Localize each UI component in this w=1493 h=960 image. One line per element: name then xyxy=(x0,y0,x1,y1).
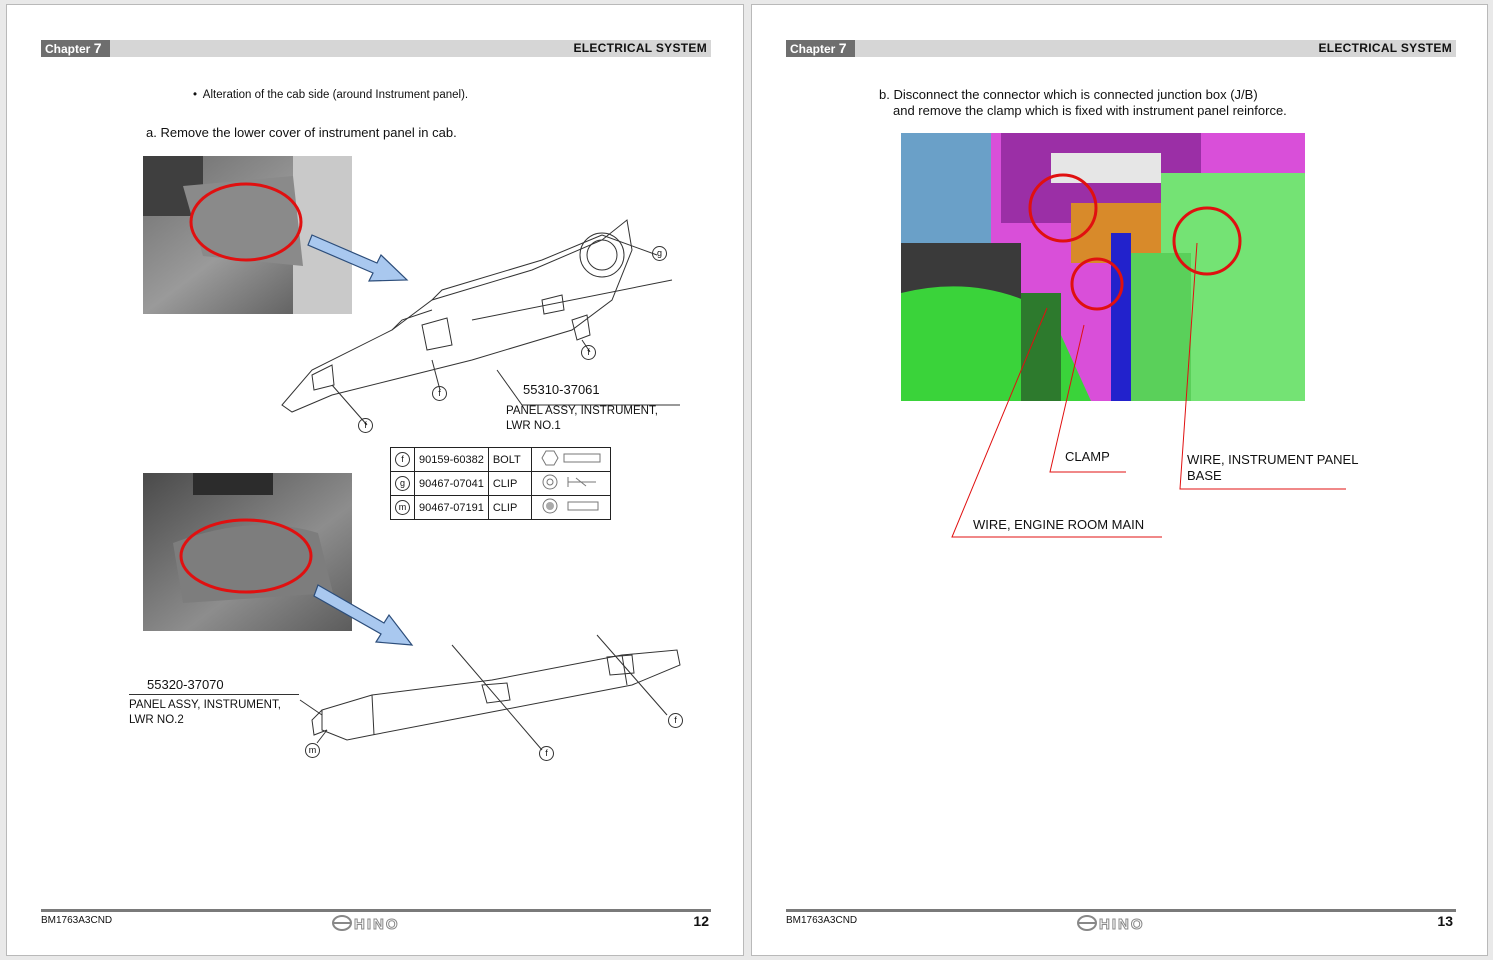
section-title: ELECTRICAL SYSTEM xyxy=(1318,41,1452,55)
part2-number: 55320-37070 xyxy=(147,677,224,692)
footer-code: BM1763A3CND xyxy=(786,915,858,926)
page-header: Chapter 7 ELECTRICAL SYSTEM xyxy=(41,40,711,57)
page-13: Chapter 7 ELECTRICAL SYSTEM b. Disconnec… xyxy=(751,4,1488,956)
table-row: g 90467-07041 CLIP xyxy=(390,471,611,496)
leader-lines xyxy=(951,242,1346,538)
step-b-line2: and remove the clamp which is fixed with… xyxy=(893,103,1287,118)
chapter-tab: Chapter 7 xyxy=(786,40,855,57)
svg-text:HINO: HINO xyxy=(1099,916,1145,932)
arrow-2 xyxy=(313,584,414,646)
label-wire-engine-room: WIRE, ENGINE ROOM MAIN xyxy=(973,517,1145,532)
table-row: m 90467-07191 CLIP xyxy=(390,495,611,520)
clip-icon xyxy=(530,495,611,520)
label-clamp: CLAMP xyxy=(1065,449,1110,464)
label-wire-ip-line1: WIRE, INSTRUMENT PANEL xyxy=(1187,452,1359,467)
bullet-text: • Alteration of the cab side (around Ins… xyxy=(193,89,469,101)
hino-logo: HINO xyxy=(1077,915,1145,932)
callout-f-3: f xyxy=(358,418,373,433)
part2-leader xyxy=(129,694,299,695)
callout-f-2: f xyxy=(432,386,447,401)
part2-name-line2: LWR NO.2 xyxy=(129,714,184,726)
parts-table: f 90159-60382 BOLT g 90467-07041 CLIP m … xyxy=(390,447,611,520)
table-row: f 90159-60382 BOLT xyxy=(390,447,611,472)
callout-f-5: f xyxy=(539,746,554,761)
footer-rule xyxy=(41,909,711,912)
cab-photo-1 xyxy=(143,156,352,314)
clip-icon xyxy=(530,471,611,496)
part1-name-line2: LWR NO.1 xyxy=(506,420,561,432)
page-number: 13 xyxy=(1437,913,1453,929)
panel-diagram-2 xyxy=(299,634,681,751)
section-title: ELECTRICAL SYSTEM xyxy=(573,41,707,55)
junction-box-render xyxy=(901,133,1305,401)
page-header: Chapter 7 ELECTRICAL SYSTEM xyxy=(786,40,1456,57)
callout-f-1: f xyxy=(581,345,596,360)
callout-m: m xyxy=(305,743,320,758)
page-12: Chapter 7 ELECTRICAL SYSTEM • Alteration… xyxy=(6,4,744,956)
part2-name-line1: PANEL ASSY, INSTRUMENT, xyxy=(129,699,281,711)
bolt-icon xyxy=(530,447,611,472)
hino-logo: HINO xyxy=(332,915,400,932)
label-wire-ip-line2: BASE xyxy=(1187,468,1222,483)
footer-code: BM1763A3CND xyxy=(41,915,113,926)
footer-rule xyxy=(786,909,1456,912)
part1-number: 55310-37061 xyxy=(523,382,600,397)
svg-text:HINO: HINO xyxy=(354,916,400,932)
part1-name-line1: PANEL ASSY, INSTRUMENT, xyxy=(506,405,658,417)
page-number: 12 xyxy=(693,913,709,929)
step-b-line1: b. Disconnect the connector which is con… xyxy=(879,87,1258,102)
chapter-tab: Chapter 7 xyxy=(41,40,110,57)
callout-f-4: f xyxy=(668,713,683,728)
cab-photo-2 xyxy=(143,473,352,631)
panel-diagram-1 xyxy=(281,219,680,426)
callout-g: g xyxy=(652,246,667,261)
arrow-1 xyxy=(307,234,409,282)
step-a-text: a. Remove the lower cover of instrument … xyxy=(146,125,457,140)
